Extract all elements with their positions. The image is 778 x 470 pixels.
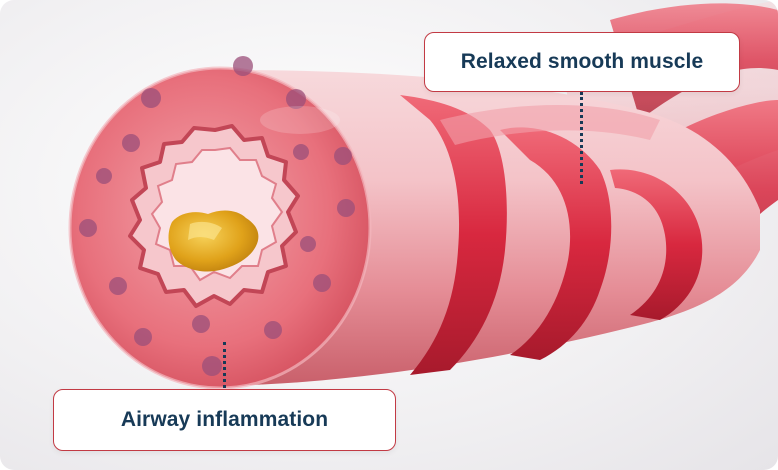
airway-inflammation-label: Airway inflammation <box>53 389 396 451</box>
relaxed-smooth-muscle-label: Relaxed smooth muscle <box>424 32 740 92</box>
inflammation-leader-line <box>223 342 226 388</box>
muscle-leader-line <box>580 92 583 184</box>
